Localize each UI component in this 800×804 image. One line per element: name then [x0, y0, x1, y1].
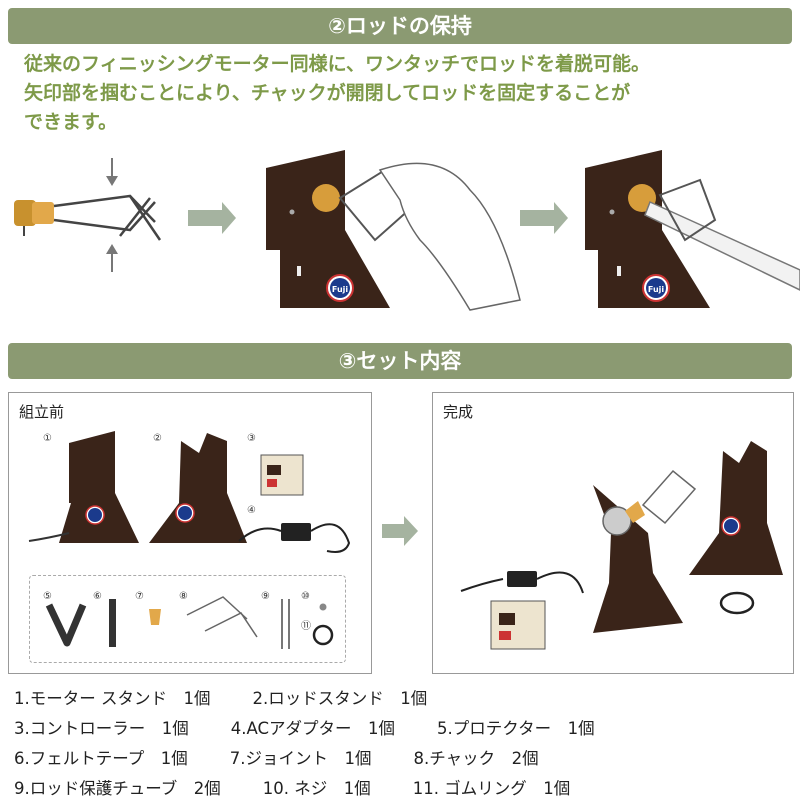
part-item-2: 2.ロッドスタンド 1個: [252, 689, 428, 708]
after-assembly-label: 完成: [443, 403, 474, 421]
part-item-9: 9.ロッド保護チューブ 2個: [14, 779, 221, 798]
section2-description: 従来のフィニッシングモーター同様に、ワンタッチでロッドを着脱可能。 矢印部を掴む…: [24, 50, 784, 137]
part-item-10: 10. ネジ 1個: [262, 779, 371, 798]
assembled-rubber-ring: [719, 591, 755, 615]
parts-list-row-2: 3.コントローラー 1個 4.ACアダプター 1個 5.プロテクター 1個: [14, 714, 794, 744]
rod-stand-part: [149, 433, 247, 543]
assembly-arrow: [382, 516, 418, 546]
desc-line-3: できます。: [24, 111, 118, 133]
item-number-7: ⑦: [135, 591, 144, 602]
ac-adapter-part: [238, 523, 351, 553]
assembled-controller: [490, 600, 546, 650]
desc-line-2: 矢印部を掴むことにより、チャックが開閉してロッドを固定することが: [24, 82, 631, 104]
motor-stand-part: [28, 431, 139, 543]
part-item-1: 1.モーター スタンド 1個: [14, 689, 211, 708]
part-item-3: 3.コントローラー 1個: [14, 719, 189, 738]
chuck-closeup-illustration: [14, 158, 162, 272]
part-item-6: 6.フェルトテープ 1個: [14, 749, 188, 768]
item-number-8: ⑧: [179, 591, 188, 602]
item-number-2: ②: [153, 433, 162, 444]
stand-with-rod-illustration: Fuji: [585, 150, 800, 308]
assembled-set-svg: [460, 441, 783, 650]
part-item-5: 5.プロテクター 1個: [437, 719, 595, 738]
step-arrow-1: [188, 202, 236, 234]
small-parts-svg: [45, 596, 334, 649]
parts-list-row-3: 6.フェルトテープ 1個 7.ジョイント 1個 8.チャック 2個: [14, 744, 794, 774]
rod-holding-illustration: Fuji Fuji: [0, 140, 800, 330]
section2-title: ②ロッドの保持: [328, 14, 472, 38]
item-number-9: ⑨: [261, 591, 270, 602]
after-assembly-panel: 完成: [432, 392, 794, 674]
small-parts-area: [29, 575, 346, 663]
parts-before-svg: [28, 431, 351, 553]
item-number-5: ⑤: [43, 591, 52, 602]
part-item-4: 4.ACアダプター 1個: [230, 719, 396, 738]
parts-list-row-1: 1.モーター スタンド 1個 2.ロッドスタンド 1個: [14, 684, 794, 714]
part-item-8: 8.チャック 2個: [413, 749, 539, 768]
joint-part: [149, 609, 161, 625]
assembled-ac-adapter: [460, 571, 584, 594]
item-number-10: ⑩: [301, 591, 310, 602]
protector-part: [45, 603, 87, 647]
screw-part: [319, 603, 327, 611]
item-number-4: ④: [247, 505, 256, 516]
item-number-3: ③: [247, 433, 256, 444]
stand-with-hand-illustration: Fuji: [266, 150, 521, 311]
parts-list: 1.モーター スタンド 1個 2.ロッドスタンド 1個 3.コントローラー 1個 4…: [14, 684, 794, 804]
step-arrow-2: [520, 202, 568, 234]
rod-holding-svg: Fuji Fuji: [14, 150, 800, 311]
part-item-11: 11. ゴムリング 1個: [412, 779, 571, 798]
assembled-motor-stand: [593, 469, 697, 633]
item-number-1: ①: [43, 433, 52, 444]
section2-banner: ②ロッドの保持: [8, 8, 792, 44]
part-item-7: 7.ジョイント 1個: [229, 749, 372, 768]
assembled-rod-stand: [689, 441, 783, 575]
controller-part: [260, 454, 304, 496]
parts-list-row-4: 9.ロッド保護チューブ 2個 10. ネジ 1個 11. ゴムリング 1個: [14, 774, 794, 804]
desc-line-1: 従来のフィニッシングモーター同様に、ワンタッチでロッドを着脱可能。: [24, 53, 651, 75]
section3-title: ③セット内容: [338, 349, 462, 373]
before-assembly-label: 組立前: [19, 403, 65, 421]
chuck-parts: [186, 596, 258, 638]
rubber-ring-part: [312, 624, 334, 646]
section3-banner: ③セット内容: [8, 343, 792, 379]
fuji-logo-text-1: Fuji: [332, 285, 349, 294]
fuji-logo-text-2: Fuji: [648, 285, 665, 294]
felt-tape-part: [109, 599, 116, 647]
item-number-6: ⑥: [93, 591, 102, 602]
item-number-11: ⑪: [301, 621, 311, 632]
before-assembly-panel: 組立前 ① ② ③ ④ ⑤ ⑥ ⑦ ⑧ ⑨: [8, 392, 372, 674]
